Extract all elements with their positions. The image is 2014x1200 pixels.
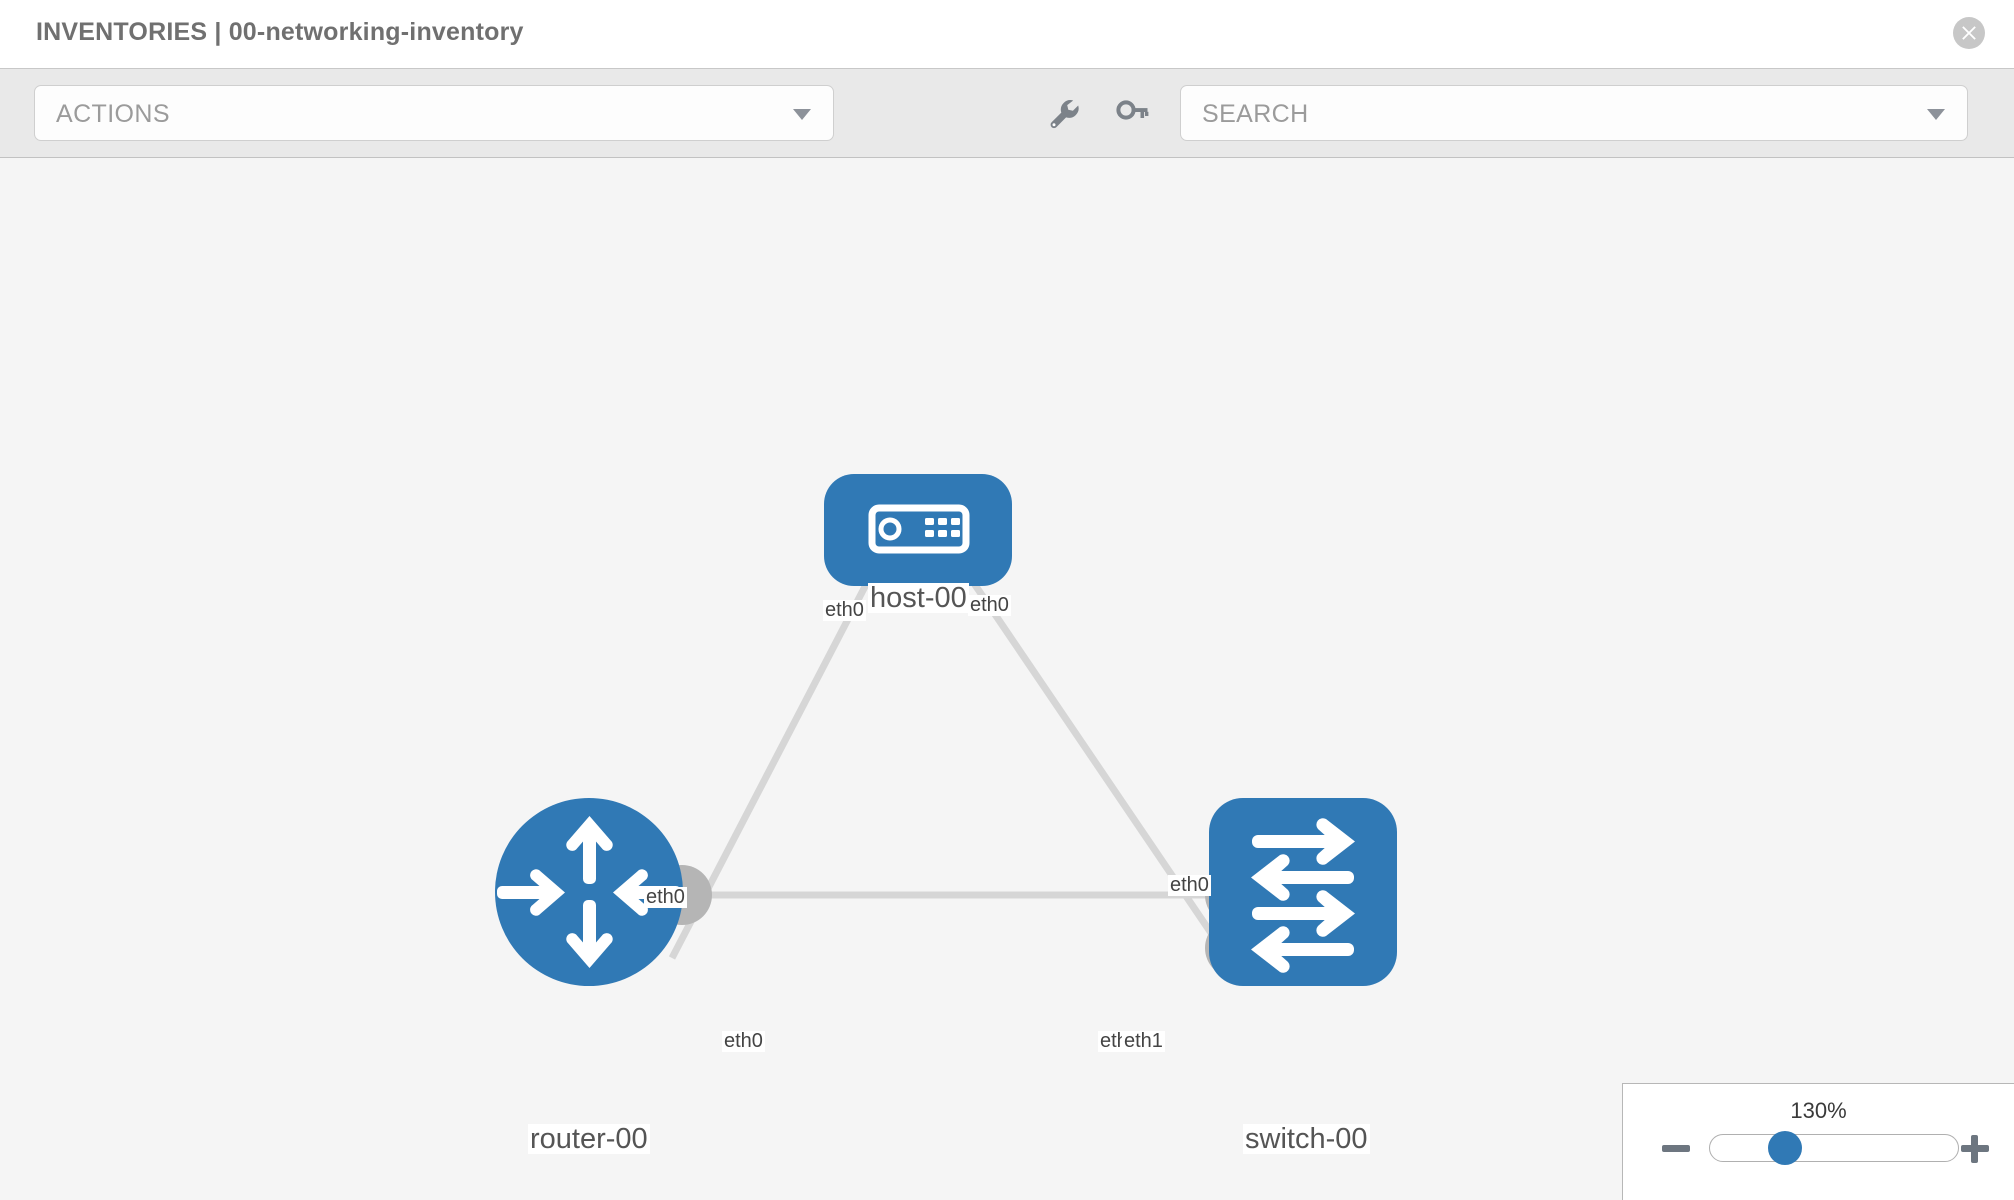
wrench-icon — [1050, 100, 1079, 129]
close-button[interactable] — [1953, 17, 1985, 49]
zoom-control-panel: 130% — [1622, 1083, 2014, 1200]
topology-graph — [495, 474, 1397, 986]
node-router-00[interactable] — [495, 798, 683, 986]
node-label-router-00: router-00 — [528, 1123, 650, 1155]
zoom-in-button[interactable] — [1958, 1132, 1992, 1166]
node-host-00[interactable] — [824, 474, 1012, 586]
close-icon — [1962, 26, 1976, 40]
iface-label-host-right: eth0 — [968, 594, 1011, 616]
iface-label-host-left: eth0 — [823, 599, 866, 621]
iface-label-switch-up: eth0 — [1168, 874, 1211, 896]
zoom-slider-track[interactable] — [1709, 1134, 1959, 1162]
iface-label-switch-eth1: eth1 — [1122, 1030, 1165, 1052]
iface-label-router-eth0: eth0 — [722, 1030, 765, 1052]
key-button[interactable] — [1110, 91, 1154, 135]
wrench-button[interactable] — [1042, 91, 1086, 135]
zoom-level-value: 130% — [1790, 1098, 1847, 1123]
actions-dropdown-label: ACTIONS — [56, 100, 170, 128]
topology-canvas[interactable]: eth0 eth0 eth0 eth0 eth0 eth eth1 host-0… — [0, 158, 2014, 1200]
page-title: INVENTORIES | 00-networking-inventory — [36, 18, 524, 46]
search-input[interactable]: SEARCH — [1180, 85, 1968, 141]
node-label-host-00: host-00 — [868, 582, 969, 614]
toolbar: ACTIONS SEARCH — [0, 68, 2014, 158]
iface-label-switch-eth0-overlapped: eth — [1098, 1030, 1130, 1052]
node-switch-00[interactable] — [1209, 798, 1397, 986]
chevron-down-icon — [793, 109, 811, 120]
zoom-out-button[interactable] — [1659, 1132, 1693, 1166]
search-placeholder: SEARCH — [1202, 100, 1309, 128]
node-label-switch-00: switch-00 — [1243, 1123, 1370, 1155]
iface-label-router-up: eth0 — [644, 886, 687, 908]
page-header: INVENTORIES | 00-networking-inventory — [0, 0, 2014, 68]
actions-dropdown[interactable]: ACTIONS — [34, 85, 834, 141]
chevron-down-icon[interactable] — [1927, 109, 1945, 120]
key-icon — [1116, 100, 1149, 120]
zoom-slider-thumb[interactable] — [1768, 1131, 1802, 1165]
